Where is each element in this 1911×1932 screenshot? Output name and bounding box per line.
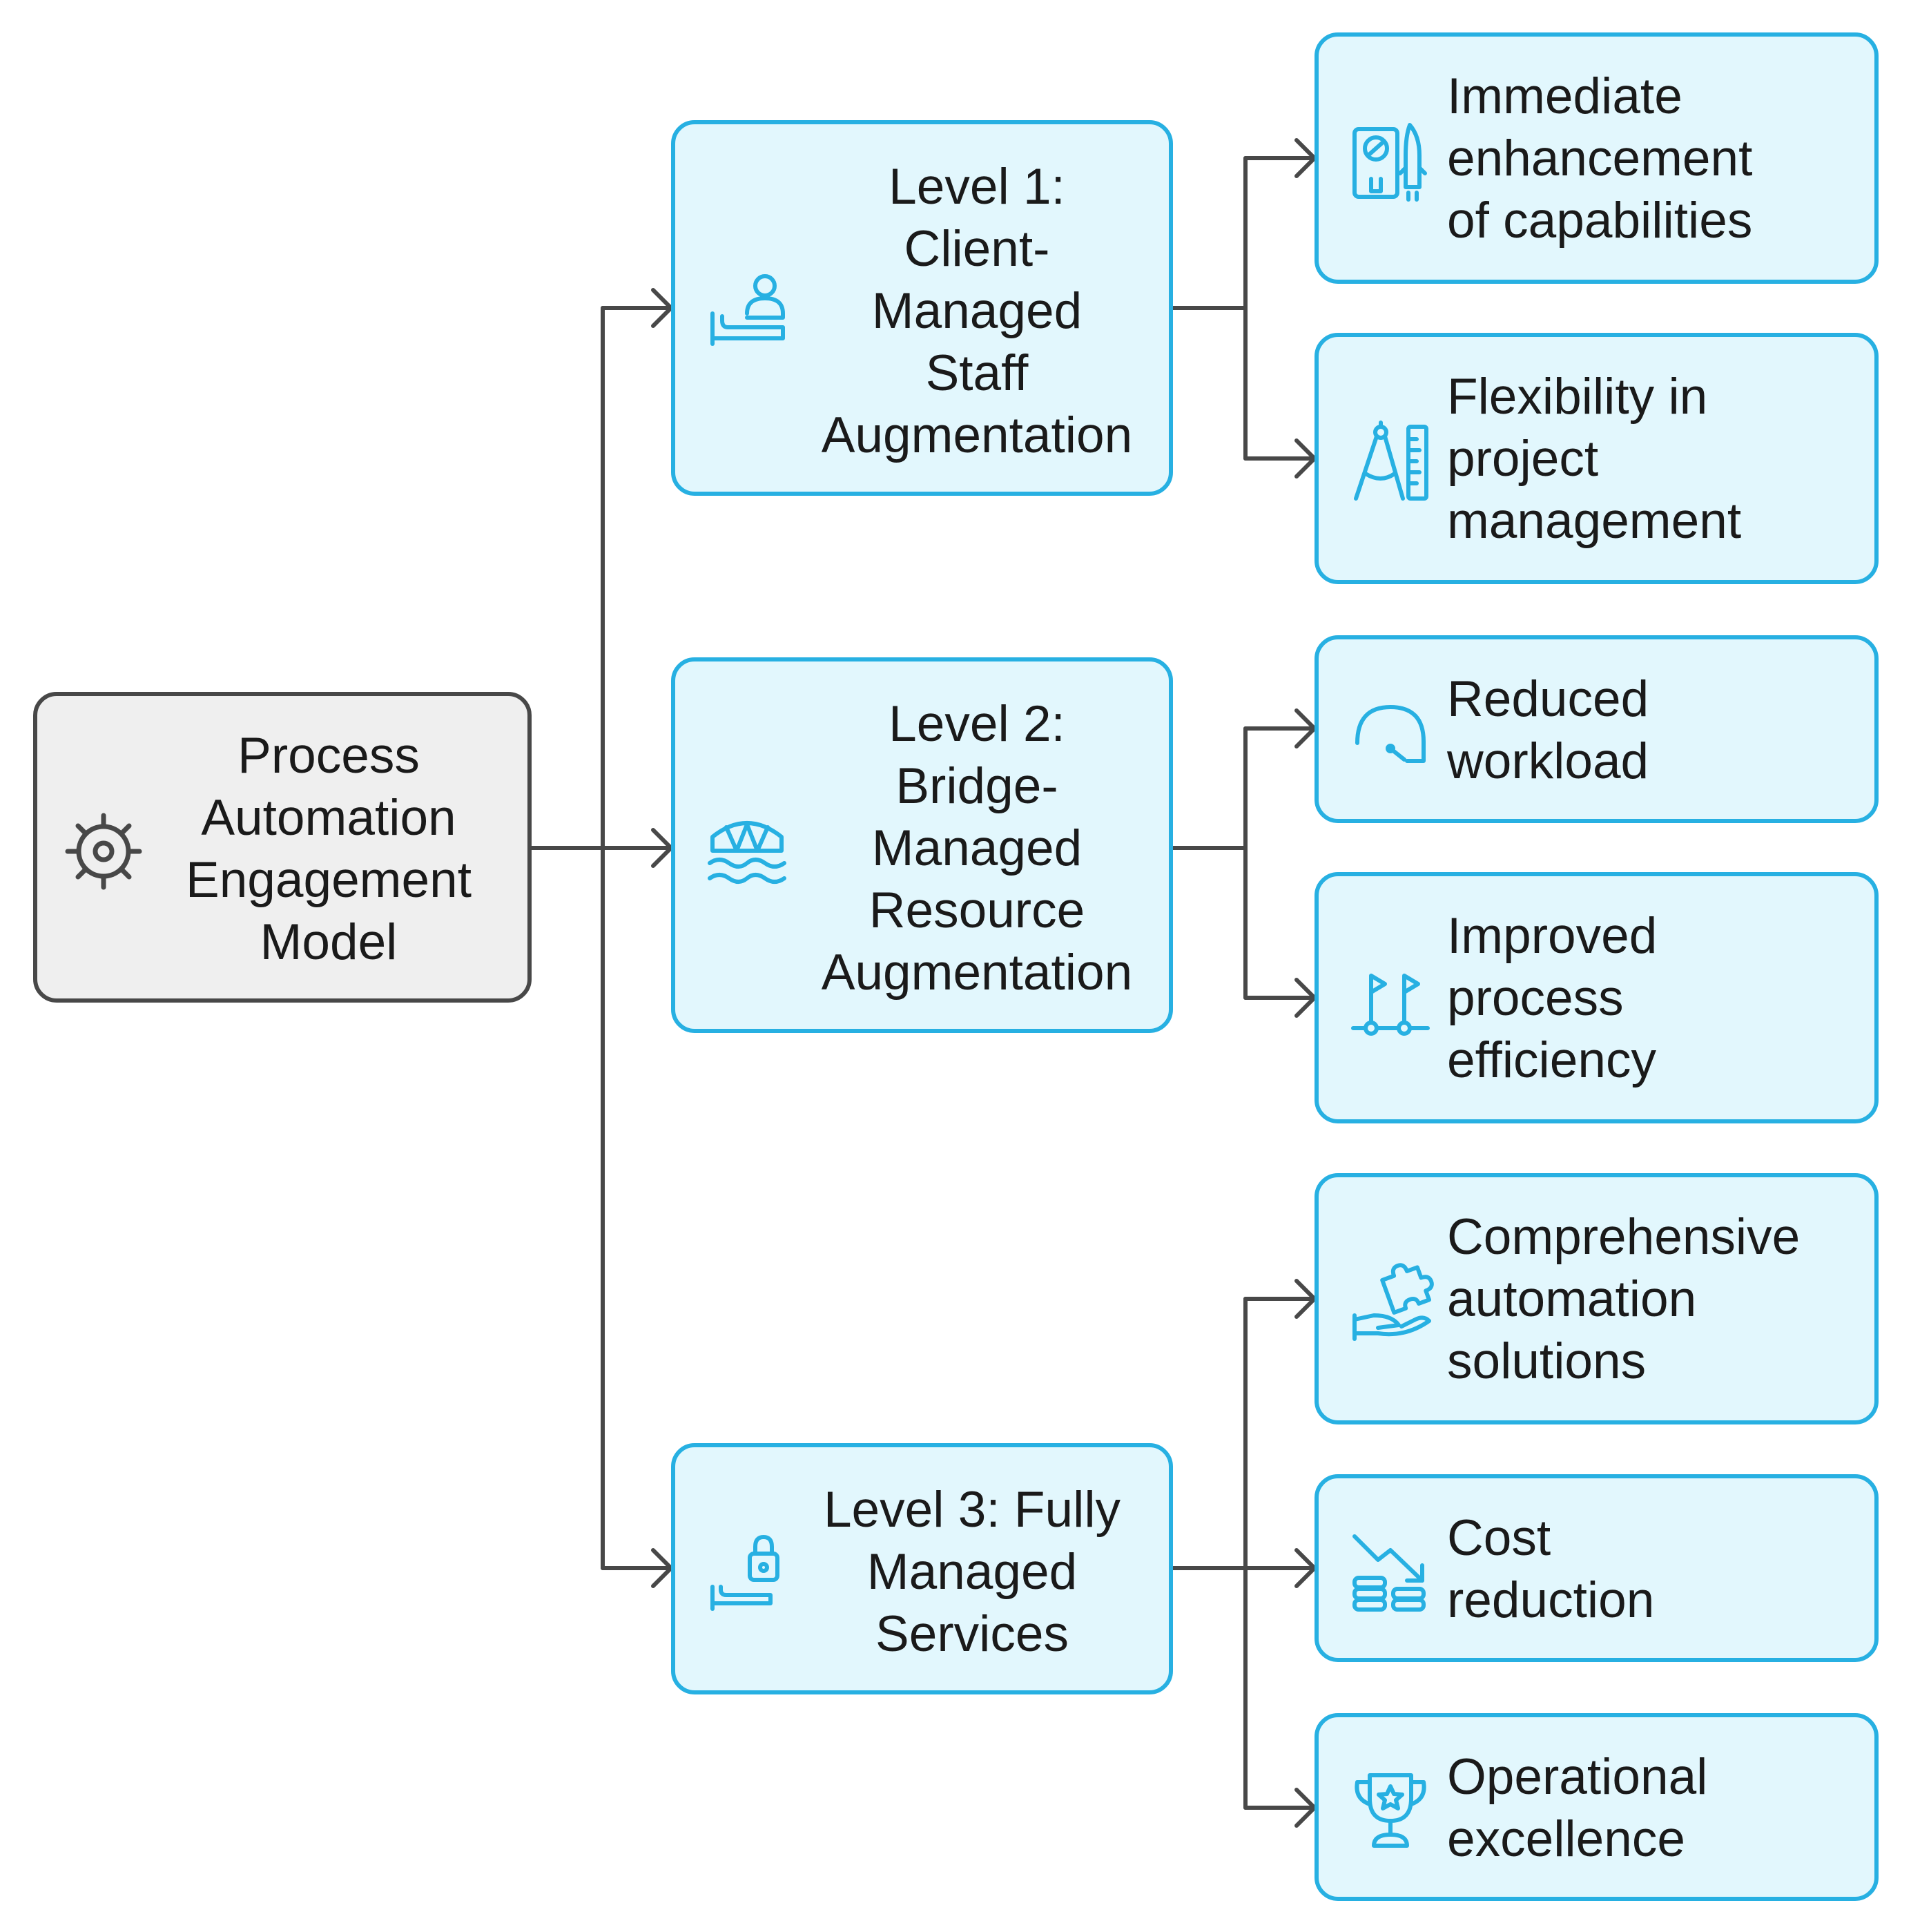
connector-level-2-outcome-1: [1243, 708, 1317, 748]
outcome-cost-reduction: Cost reduction: [1315, 1474, 1879, 1662]
outcome-flexibility: Flexibility in project management: [1315, 333, 1879, 584]
outcome-comprehensive-automation: Comprehensive automation solutions: [1315, 1173, 1879, 1424]
connector-level-2-trunk: [1171, 726, 1248, 1000]
outcome-reduced-workload-label: Reduced workload: [1447, 671, 1649, 789]
level-1-label: Level 1: Client- Managed Staff Augmentat…: [821, 159, 1133, 463]
level-2-node: Level 2: Bridge- Managed Resource Augmen…: [671, 657, 1173, 1033]
connector-level-3-outcome-2: [1243, 1548, 1317, 1588]
compass-ruler-icon: [1354, 421, 1428, 501]
level-3-label: Level 3: Fully Managed Services: [823, 1482, 1121, 1662]
trophy-star-icon: [1355, 1773, 1426, 1848]
coins-down-trend-icon: [1352, 1534, 1426, 1612]
outcome-process-efficiency-label: Improved process efficiency: [1447, 908, 1658, 1088]
level-2-label: Level 2: Bridge- Managed Resource Augmen…: [821, 696, 1133, 1001]
tablet-rocket-icon: [1352, 123, 1427, 202]
root-node-label: Process Automation Engagement Model: [186, 728, 472, 970]
connector-level-1-outcome-2: [1243, 438, 1317, 479]
connector-root-level-3: [601, 1548, 673, 1588]
root-node: Process Automation Engagement Model: [33, 692, 532, 1003]
hand-puzzle-icon: [1352, 1263, 1434, 1341]
connector-root-level-2: [601, 828, 673, 868]
outcome-comprehensive-automation-label: Comprehensive automation solutions: [1447, 1209, 1801, 1389]
outcome-cost-reduction-label: Cost reduction: [1447, 1510, 1655, 1628]
connector-level-3-trunk: [1171, 1297, 1248, 1810]
connector-root-trunk: [530, 306, 605, 1570]
level-1-node: Level 1: Client- Managed Staff Augmentat…: [671, 120, 1173, 496]
hand-person-icon: [710, 274, 785, 346]
outcome-reduced-workload: Reduced workload: [1315, 635, 1879, 823]
connector-level-1-outcome-1: [1243, 138, 1317, 178]
connector-root-level-1: [601, 288, 673, 328]
flags-track-icon: [1351, 974, 1430, 1036]
outcome-operational-excellence: Operational excellence: [1315, 1713, 1879, 1901]
level-3-node: Level 3: Fully Managed Services: [671, 1443, 1173, 1694]
outcome-immediate-enhancement-label: Immediate enhancement of capabilities: [1447, 68, 1753, 249]
connector-level-1-trunk: [1171, 156, 1248, 461]
connector-level-3-outcome-3: [1243, 1788, 1317, 1828]
hand-lock-icon: [710, 1535, 779, 1611]
outcome-process-efficiency: Improved process efficiency: [1315, 872, 1879, 1123]
bridge-water-icon: [708, 821, 786, 884]
outcome-operational-excellence-label: Operational excellence: [1447, 1749, 1708, 1867]
gauge-refresh-icon: [1355, 705, 1426, 763]
outcome-immediate-enhancement: Immediate enhancement of capabilities: [1315, 32, 1879, 284]
gear-icon: [65, 813, 142, 890]
outcome-flexibility-label: Flexibility in project management: [1447, 369, 1742, 549]
connector-level-3-outcome-1: [1243, 1279, 1317, 1319]
connector-level-2-outcome-2: [1243, 978, 1317, 1018]
